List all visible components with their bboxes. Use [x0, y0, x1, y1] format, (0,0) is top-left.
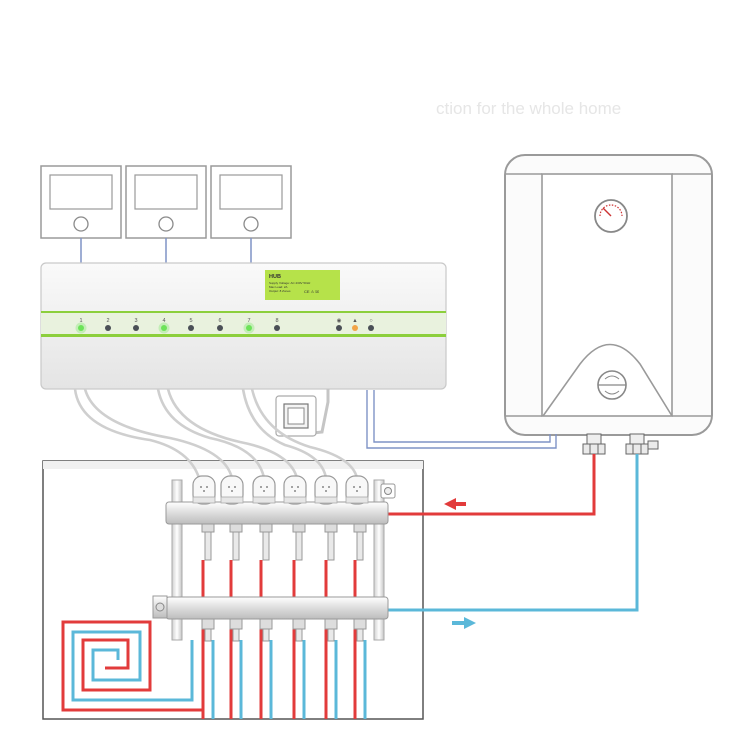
thermostat-1	[40, 165, 122, 239]
floor-heating-loops	[61, 560, 367, 719]
manifold-return-nut-3	[259, 618, 273, 630]
thermostat-3	[210, 165, 292, 239]
manifold-supply-nut-3	[259, 523, 273, 533]
power-adapter	[275, 389, 330, 437]
zone-6-led	[217, 325, 223, 331]
actuator-4	[283, 475, 307, 505]
manifold-return-nut-2	[229, 618, 243, 630]
manifold-return-nut-1	[201, 618, 215, 630]
heater-dial-icon	[597, 370, 627, 400]
spiral-loop-return	[71, 630, 194, 702]
wiring-hub: HUB Supply Voltage: AC 230V 50Hz Max Loa…	[40, 262, 447, 390]
hub-label-line-3: Output: 8 Zones	[269, 289, 291, 293]
zone-8-label: 8	[275, 318, 278, 324]
thermostat-group	[40, 165, 292, 264]
zone-7-led-glow	[243, 322, 255, 334]
hub-label-line-1: Supply Voltage: AC 230V 50Hz	[269, 281, 311, 285]
spiral-loop-supply	[61, 620, 205, 712]
zone-4-led	[161, 325, 167, 331]
arrow-right-icon	[452, 617, 476, 629]
actuator-2	[220, 475, 244, 505]
manifold-return-nut-4	[292, 618, 306, 630]
manifold-drain-valve	[152, 595, 168, 619]
manifold-air-vent	[380, 483, 396, 499]
hot-supply-pipe	[383, 454, 596, 516]
zone-5-led	[188, 325, 194, 331]
zone-4-label: 4	[162, 318, 165, 324]
arrow-left-icon	[444, 498, 466, 510]
hub-label-title: HUB	[269, 274, 281, 280]
hub-status-symbol-2: ▲	[352, 318, 357, 324]
zone-1-led	[78, 325, 84, 331]
manifold-return-stem-1	[204, 628, 212, 642]
manifold-left-bracket	[171, 479, 183, 641]
hub-status-symbol-1: ◉	[337, 318, 342, 324]
manifold-supply-nut-6	[353, 523, 367, 533]
faint-caption: ction for the whole home	[436, 99, 622, 118]
hub-status-led-1	[336, 325, 342, 331]
manifold-return-stem-3	[262, 628, 270, 642]
hub-label-line-2: Max Load: 2A	[269, 285, 288, 289]
zone-1-led-glow	[75, 322, 87, 334]
hub-status-led-3	[368, 325, 374, 331]
zone-7-label: 7	[247, 318, 250, 324]
zone-1-label: 1	[79, 318, 82, 324]
boiler-control-wires	[366, 390, 557, 449]
manifold-right-bracket	[373, 479, 385, 641]
thermostat-2	[125, 165, 207, 239]
manifold-supply-nut-5	[324, 523, 338, 533]
thermostat-3-dial-icon	[243, 216, 259, 232]
zone-2-label: 2	[106, 318, 109, 324]
zone-5-label: 5	[189, 318, 192, 324]
hub-spec-label: HUB Supply Voltage: AC 230V 50Hz Max Loa…	[265, 270, 340, 300]
manifold-return-bar	[165, 596, 389, 620]
zone-6-label: 6	[218, 318, 221, 324]
manifold-supply-nut-1	[201, 523, 215, 533]
hub-status-led-2	[352, 325, 358, 331]
thermostat-1-dial-icon	[73, 216, 89, 232]
manifold-return-stem-6	[356, 628, 364, 642]
supply-and-return-pipes	[383, 454, 639, 612]
boiler-cold-inlet	[625, 433, 659, 455]
manifold-return-stem-5	[327, 628, 335, 642]
zone-2-led	[105, 325, 111, 331]
zone-4-led-glow	[158, 322, 170, 334]
actuator-1	[192, 475, 216, 505]
actuator-3	[252, 475, 276, 505]
actuator-cables	[73, 388, 359, 479]
manifold-return-nut-5	[324, 618, 338, 630]
manifold-supply-bar	[165, 501, 389, 525]
temperature-gauge-icon	[594, 199, 628, 233]
actuator-5	[314, 475, 338, 505]
zone-3-label: 3	[134, 318, 137, 324]
manifold-return-nut-6	[353, 618, 367, 630]
boiler-hot-outlet	[582, 433, 606, 455]
manifold-return-stem-2	[232, 628, 240, 642]
manifold	[152, 475, 396, 642]
manifold-supply-nut-4	[292, 523, 306, 533]
manifold-supply-nut-2	[229, 523, 243, 533]
boiler	[504, 154, 713, 455]
thermostat-2-dial-icon	[158, 216, 174, 232]
hub-certification-mark: CE ⚠ ☒	[304, 289, 319, 294]
zone-7-led	[246, 325, 252, 331]
zone-8-led	[274, 325, 280, 331]
manifold-return-stem-4	[295, 628, 303, 642]
hub-status-symbol-3: ○	[369, 318, 372, 324]
zone-3-led	[133, 325, 139, 331]
cold-return-pipe	[383, 454, 639, 612]
actuator-6	[345, 475, 369, 505]
